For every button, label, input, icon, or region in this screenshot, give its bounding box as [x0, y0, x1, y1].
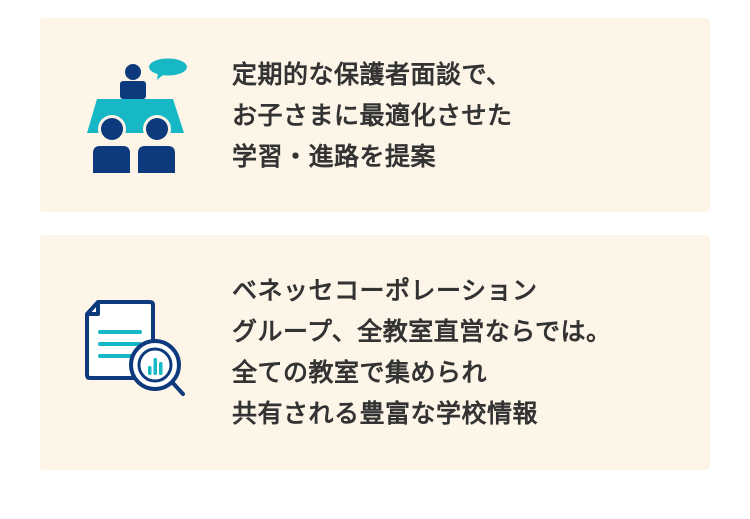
feature-card-parent-meeting: 定期的な保護者面談で、 お子さまに最適化させた 学習・進路を提案: [40, 18, 710, 212]
text-line: ベネッセコーポレーション: [232, 276, 538, 305]
text-line: お子さまに最適化させた: [232, 101, 513, 130]
meeting-icon: [87, 58, 187, 173]
feature-card-school-info: ベネッセコーポレーション グループ、全教室直営ならでは。 全ての教室で集められ …: [40, 235, 710, 470]
feature-text: ベネッセコーポレーション グループ、全教室直営ならでは。 全ての教室で集められ …: [232, 270, 612, 434]
document-analysis-icon: [85, 300, 185, 396]
text-line: 全ての教室で集められ: [232, 358, 488, 387]
text-line: 共有される豊富な学校情報: [232, 399, 539, 428]
text-line: グループ、全教室直営ならでは。: [232, 317, 612, 346]
text-line: 学習・進路を提案: [232, 142, 437, 171]
feature-text: 定期的な保護者面談で、 お子さまに最適化させた 学習・進路を提案: [232, 54, 513, 177]
text-line: 定期的な保護者面談で、: [232, 60, 512, 89]
